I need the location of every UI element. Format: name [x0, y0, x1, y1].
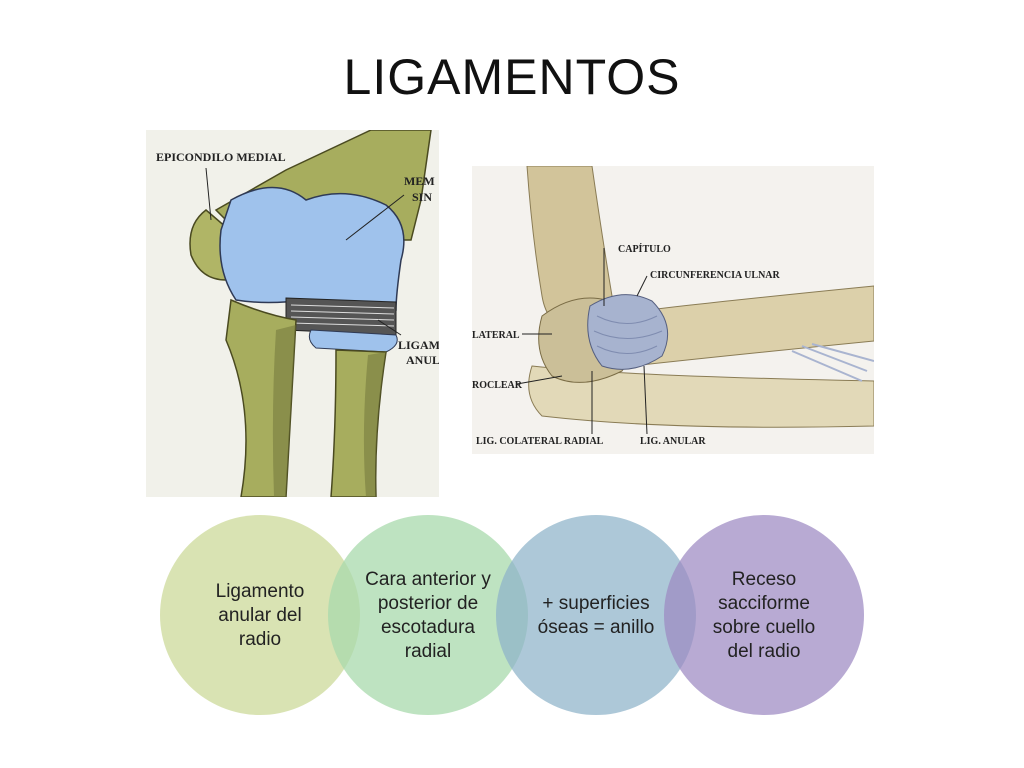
- label-circunferencia-ulnar: CIRCUNFERENCIA ULNAR: [650, 270, 780, 281]
- circle-3-text: + superficies óseas = anillo: [537, 592, 655, 638]
- circle-shapes: [160, 515, 864, 715]
- circle-3: [496, 515, 696, 715]
- label-ligamento-2: ANUL: [406, 353, 439, 367]
- label-anular: LIG. ANULAR: [640, 436, 706, 447]
- label-epicondilo-medial: EPICONDILO MEDIAL: [156, 150, 286, 164]
- label-membrana-1: MEM: [404, 174, 435, 188]
- circle-1: [160, 515, 360, 715]
- circle-4-text: Receso sacciforme sobre cuello del radio: [712, 568, 816, 662]
- label-membrana-2: SIN: [412, 190, 433, 204]
- slide-title: LIGAMENTOS: [343, 49, 681, 105]
- circle-sequence: Ligamento anular del radio Cara anterior…: [160, 513, 864, 718]
- elbow-lateral-drawing: [516, 166, 874, 435]
- elbow-lateral-illustration: CAPÍTULO CIRCUNFERENCIA ULNAR LATERAL RO…: [472, 166, 874, 454]
- circle-1-text: Ligamento anular del radio: [215, 580, 305, 650]
- circle-4: [664, 515, 864, 715]
- circle-2: [328, 515, 528, 715]
- label-colateral-radial: LIG. COLATERAL RADIAL: [476, 436, 604, 447]
- elbow-anterior-illustration: EPICONDILO MEDIAL MEM SIN LIGAM ANUL: [146, 130, 439, 497]
- label-troclear: ROCLEAR: [472, 380, 523, 391]
- label-ligamento-1: LIGAM: [398, 338, 439, 352]
- label-capitulo: CAPÍTULO: [618, 244, 671, 255]
- label-lateral: LATERAL: [472, 330, 520, 341]
- circle-2-text: Cara anterior y posterior de escotadura …: [365, 568, 491, 662]
- elbow-anterior-drawing: [189, 130, 432, 497]
